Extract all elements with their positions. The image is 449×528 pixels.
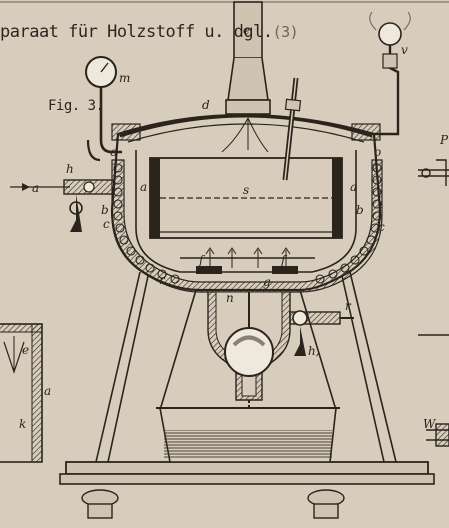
- steam-wisps: [369, 11, 411, 31]
- base-platform: [65, 461, 429, 475]
- label-f-right: f: [281, 253, 286, 267]
- label-o-right: o: [374, 145, 382, 159]
- drain-cock-valve: [292, 310, 308, 326]
- label-m: m: [119, 71, 131, 85]
- figure-caption: Fig. 3.: [48, 98, 104, 114]
- detail-figure-left: [0, 323, 43, 463]
- basket-left-wall: [150, 158, 160, 238]
- inner-vessel: [135, 150, 357, 273]
- label-s: s: [243, 183, 250, 197]
- base-feet: [81, 489, 345, 519]
- label-c-right: c: [378, 220, 385, 234]
- label-d: d: [202, 98, 210, 112]
- trough-liquid: [164, 430, 332, 458]
- label-h1: h,: [308, 344, 320, 358]
- basket-right-wall: [332, 158, 342, 238]
- label-r-right: r: [345, 299, 351, 313]
- label-a-right: a: [350, 180, 358, 194]
- label-f-left: f: [199, 253, 204, 267]
- label-g: g: [263, 275, 271, 289]
- label-c-left: c: [103, 217, 110, 231]
- label-b-right: b: [356, 203, 364, 217]
- label-b-left: b: [101, 203, 109, 217]
- label-a-left: a: [140, 180, 148, 194]
- jacket-rivets: [113, 163, 382, 284]
- label-k: k: [19, 417, 27, 431]
- label-r-left: r: [159, 273, 165, 287]
- lid-clamp-left: [111, 123, 141, 141]
- exhaust-funnel: [227, 57, 269, 101]
- label-W: W: [423, 417, 436, 431]
- lid-clamp-right: [351, 123, 381, 141]
- support-legs: [95, 271, 397, 463]
- plate-title: paraat für Holzstoff u. dgl.(3): [0, 22, 299, 42]
- detail-fragments-right: [418, 159, 449, 447]
- ball-valve: [224, 327, 274, 377]
- label-o-left: o: [110, 145, 118, 159]
- safety-valve-ball: [378, 22, 402, 46]
- label-a-inlet: a: [32, 181, 40, 195]
- bottom-steam-arrows: [205, 247, 291, 268]
- label-P: P: [440, 133, 449, 147]
- valve-seat-f-right: [272, 266, 298, 274]
- label-n: n: [226, 291, 234, 305]
- steam-flow-arrows: [221, 117, 269, 153]
- label-e: e: [243, 23, 251, 37]
- valve-seat-f-left: [196, 266, 222, 274]
- exhaust-flange: [225, 99, 271, 115]
- gauge-pipe: [99, 87, 122, 154]
- drain-cock-handle: [294, 326, 306, 356]
- thermometer-gland: [284, 98, 302, 112]
- label-v: v: [401, 43, 408, 57]
- jacket-wall-hatched: [111, 159, 383, 293]
- gauge-siphon: [86, 139, 101, 162]
- label-h: h: [66, 162, 74, 176]
- plate-number: (3): [272, 23, 299, 41]
- cover-lid: [119, 114, 373, 138]
- label-e-detail: e: [22, 343, 30, 357]
- cover-lid-inner: [127, 123, 365, 143]
- label-a-detail: a: [44, 384, 52, 398]
